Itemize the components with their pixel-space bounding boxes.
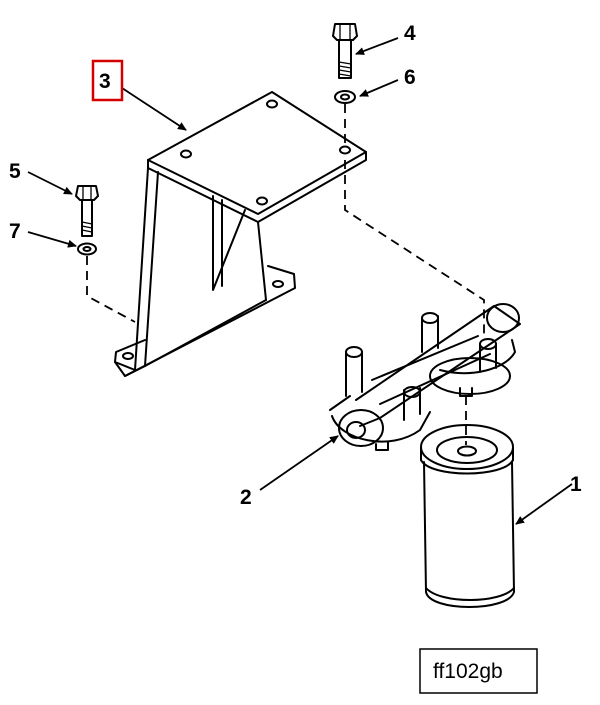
mounting-bracket	[114, 91, 367, 377]
alignment-lines	[86, 104, 485, 445]
figure-id: ff102gb	[433, 660, 503, 683]
callout-6: 6	[404, 66, 416, 89]
spin-on-filter	[420, 424, 515, 608]
highlight-box	[91, 59, 124, 102]
callout-1: 1	[570, 473, 582, 496]
callout-2: 2	[240, 486, 252, 509]
filter-head	[329, 303, 521, 451]
callout-3: 3	[99, 70, 111, 93]
bolt-4	[332, 23, 358, 79]
figure-id-box	[419, 648, 538, 694]
leader-lines	[27, 37, 573, 525]
callout-7: 7	[9, 220, 21, 243]
washer-7	[77, 242, 97, 256]
callout-5: 5	[9, 160, 21, 183]
washer-6	[334, 90, 356, 104]
callout-4: 4	[404, 22, 416, 45]
bolt-5	[75, 185, 99, 237]
